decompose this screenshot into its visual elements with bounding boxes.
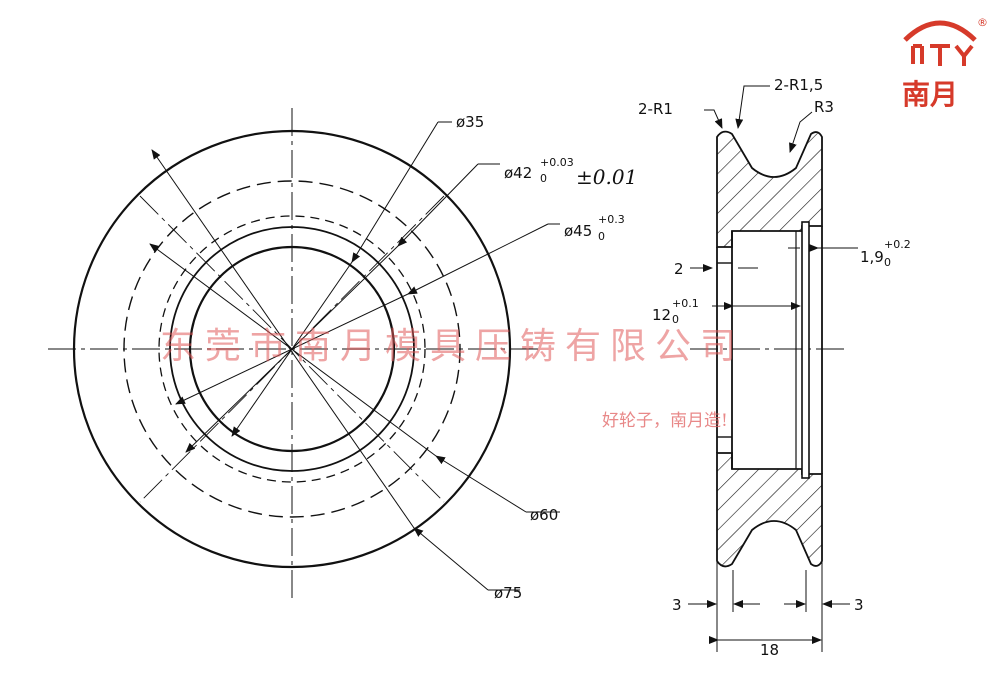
label-d75: ø75 — [494, 584, 522, 602]
svg-text:ø42: ø42 — [504, 164, 532, 182]
handwritten-tolerance-note: ±0.01 — [576, 165, 637, 189]
svg-text:1,9: 1,9 — [860, 248, 884, 266]
label-2-r1: 2-R1 — [638, 100, 673, 118]
label-d60: ø60 — [530, 506, 558, 524]
svg-text:0: 0 — [672, 313, 679, 326]
section-bottom — [716, 452, 823, 568]
label-3-right: 3 — [854, 596, 864, 614]
circle-d45 — [169, 226, 415, 472]
svg-text:+0.2: +0.2 — [884, 238, 911, 251]
outer-circle-d75 — [72, 129, 512, 569]
label-r3: R3 — [814, 98, 834, 116]
ring-groove — [801, 221, 810, 479]
slogan-watermark: 好轮子，南月造! — [602, 411, 728, 431]
label-2-r1-5: 2-R1,5 — [774, 76, 823, 94]
label-3-left: 3 — [672, 596, 682, 614]
inner-hidden-circle — [158, 215, 426, 483]
svg-text:+0.3: +0.3 — [598, 213, 625, 226]
svg-text:ø45: ø45 — [564, 222, 592, 240]
label-d35: ø35 — [456, 113, 484, 131]
label-d42: ø42 +0.03 0 ±0.01 — [504, 156, 637, 189]
svg-text:12: 12 — [652, 306, 671, 324]
svg-text:0: 0 — [884, 256, 891, 269]
section-top — [716, 130, 823, 248]
front-view — [48, 108, 560, 598]
groove-hidden-circle — [123, 180, 461, 518]
svg-text:0: 0 — [598, 230, 605, 243]
label-12: 12 +0.1 0 — [652, 297, 699, 326]
nanyue-logo-icon — [903, 20, 977, 66]
registered-mark: ® — [977, 16, 988, 29]
label-18: 18 — [760, 641, 779, 659]
bore-circle-d42 — [188, 245, 396, 453]
company-watermark: 东莞市南月模具压铸有限公司 — [160, 326, 745, 367]
svg-text:+0.03: +0.03 — [540, 156, 574, 169]
svg-text:0: 0 — [540, 172, 547, 185]
label-2: 2 — [674, 260, 684, 278]
logo-text: 南月 — [902, 78, 958, 111]
side-view — [688, 85, 858, 652]
label-d45: ø45 +0.3 0 — [564, 213, 625, 243]
label-1-9: 1,9 +0.2 0 — [860, 238, 911, 269]
svg-text:+0.1: +0.1 — [672, 297, 699, 310]
